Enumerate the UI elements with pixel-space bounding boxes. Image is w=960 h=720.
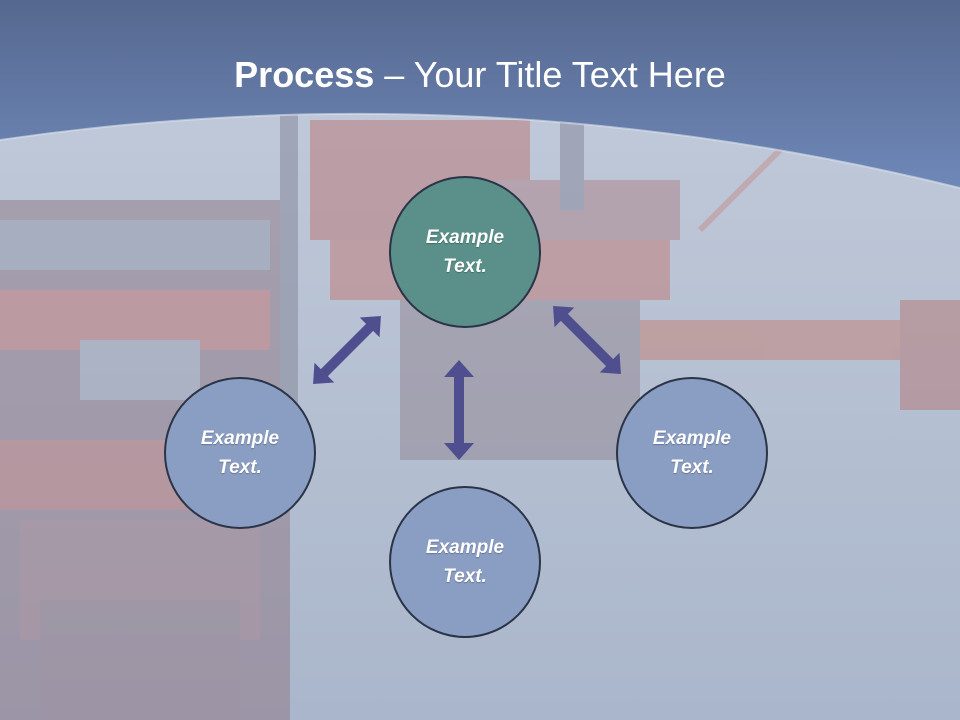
- process-node-top: Example Text.: [389, 176, 541, 328]
- process-node-top-label: Example Text.: [425, 227, 505, 277]
- process-node-right-label: Example Text.: [652, 428, 732, 478]
- process-node-left-label: Example Text.: [200, 428, 280, 478]
- title-bold: Process: [234, 54, 375, 95]
- arrow-vertical-double: [444, 360, 474, 460]
- arrow-top-right-double: [553, 306, 621, 374]
- process-node-bottom: Example Text.: [389, 486, 541, 638]
- title-rest: – Your Title Text Here: [374, 54, 726, 95]
- slide-title: Process – Your Title Text Here: [0, 52, 960, 98]
- process-node-bottom-label: Example Text.: [425, 537, 505, 587]
- process-node-left: Example Text.: [164, 377, 316, 529]
- arrow-top-left-double: [313, 316, 381, 384]
- process-node-right: Example Text.: [616, 377, 768, 529]
